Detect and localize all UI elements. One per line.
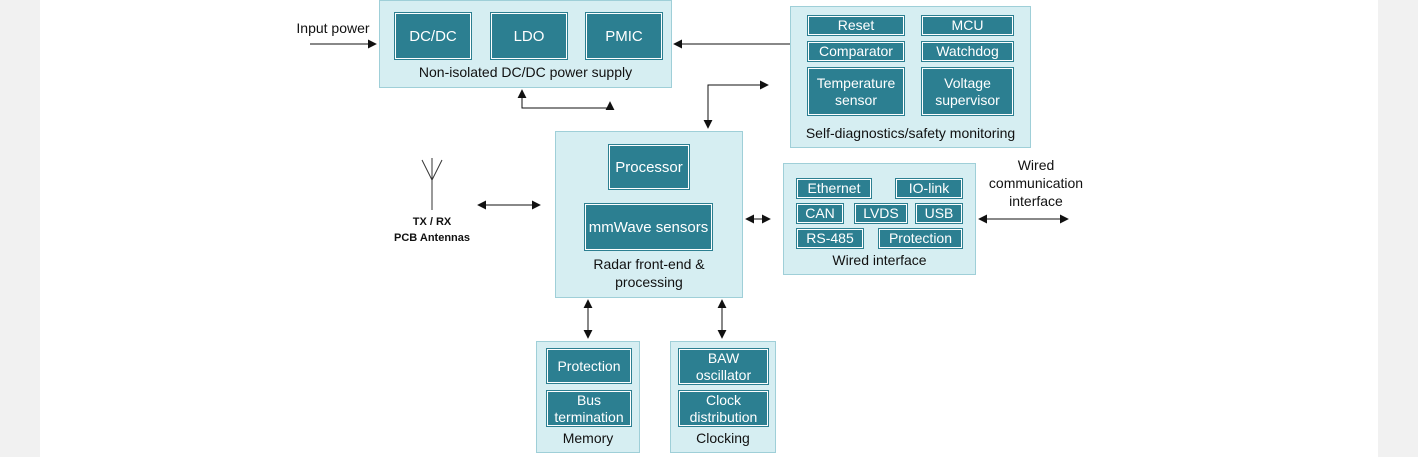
memory-protection-block: Protection: [546, 348, 632, 384]
ethernet-block: Ethernet: [796, 178, 872, 199]
clocking-group: BAW oscillator Clock distribution Clocki…: [670, 341, 776, 453]
antenna-label-line2: PCB Antennas: [394, 232, 470, 244]
safety-group: Reset MCU Comparator Watchdog Temperatur…: [790, 6, 1031, 148]
input-power-label: Input power: [296, 20, 370, 36]
protection-block: Protection: [878, 228, 963, 249]
pmic-block: PMIC: [585, 12, 663, 60]
reset-block: Reset: [807, 15, 905, 36]
memory-group: Protection Bus termination Memory: [536, 341, 640, 453]
comparator-block: Comparator: [807, 41, 905, 62]
voltage-supervisor-block: Voltage supervisor: [921, 67, 1014, 116]
power-supply-group: DC/DC LDO PMIC Non-isolated DC/DC power …: [379, 0, 672, 88]
rs485-block: RS-485: [796, 228, 864, 249]
power-supply-label: Non-isolated DC/DC power supply: [418, 64, 633, 80]
clocking-label: Clocking: [696, 430, 750, 446]
radar-safety-arrow: [703, 80, 769, 129]
temperature-sensor-block: Temperature sensor: [807, 67, 905, 116]
wired-external-label: Wired communication interface: [988, 157, 1084, 209]
io-link-block: IO-link: [895, 178, 963, 199]
wired-label: Wired interface: [832, 252, 927, 268]
power-radar-arrow: [517, 89, 615, 111]
wired-group: Ethernet IO-link CAN LVDS USB RS-485 Pro…: [783, 163, 976, 275]
can-block: CAN: [796, 203, 844, 224]
radar-group: Processor mmWave sensors Radar front-end…: [555, 131, 743, 298]
dcdc-block: DC/DC: [394, 12, 472, 60]
lvds-block: LVDS: [854, 203, 908, 224]
radar-label: Radar front-end & processing: [593, 256, 705, 290]
memory-label: Memory: [562, 430, 614, 446]
safety-label: Self-diagnostics/safety monitoring: [805, 125, 1016, 141]
clock-distribution-block: Clock distribution: [678, 390, 769, 427]
baw-oscillator-block: BAW oscillator: [678, 348, 769, 385]
mmwave-sensors-block: mmWave sensors: [584, 203, 713, 251]
ldo-block: LDO: [490, 12, 568, 60]
usb-block: USB: [915, 203, 963, 224]
antenna-icon: [421, 158, 443, 210]
antenna-label-line1: TX / RX: [412, 216, 452, 228]
processor-block: Processor: [608, 144, 690, 190]
mcu-block: MCU: [921, 15, 1014, 36]
bus-termination-block: Bus termination: [546, 390, 632, 427]
watchdog-block: Watchdog: [921, 41, 1014, 62]
